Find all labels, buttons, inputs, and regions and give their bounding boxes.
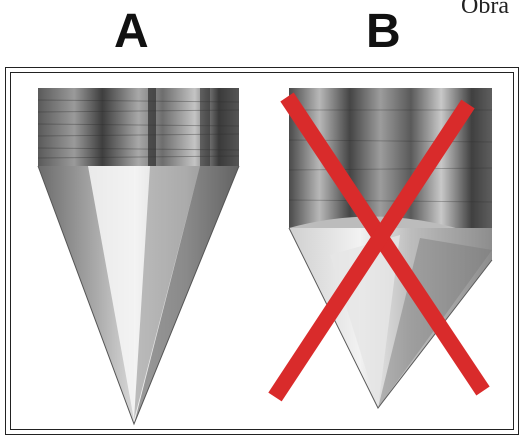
drill-a [38, 88, 239, 424]
